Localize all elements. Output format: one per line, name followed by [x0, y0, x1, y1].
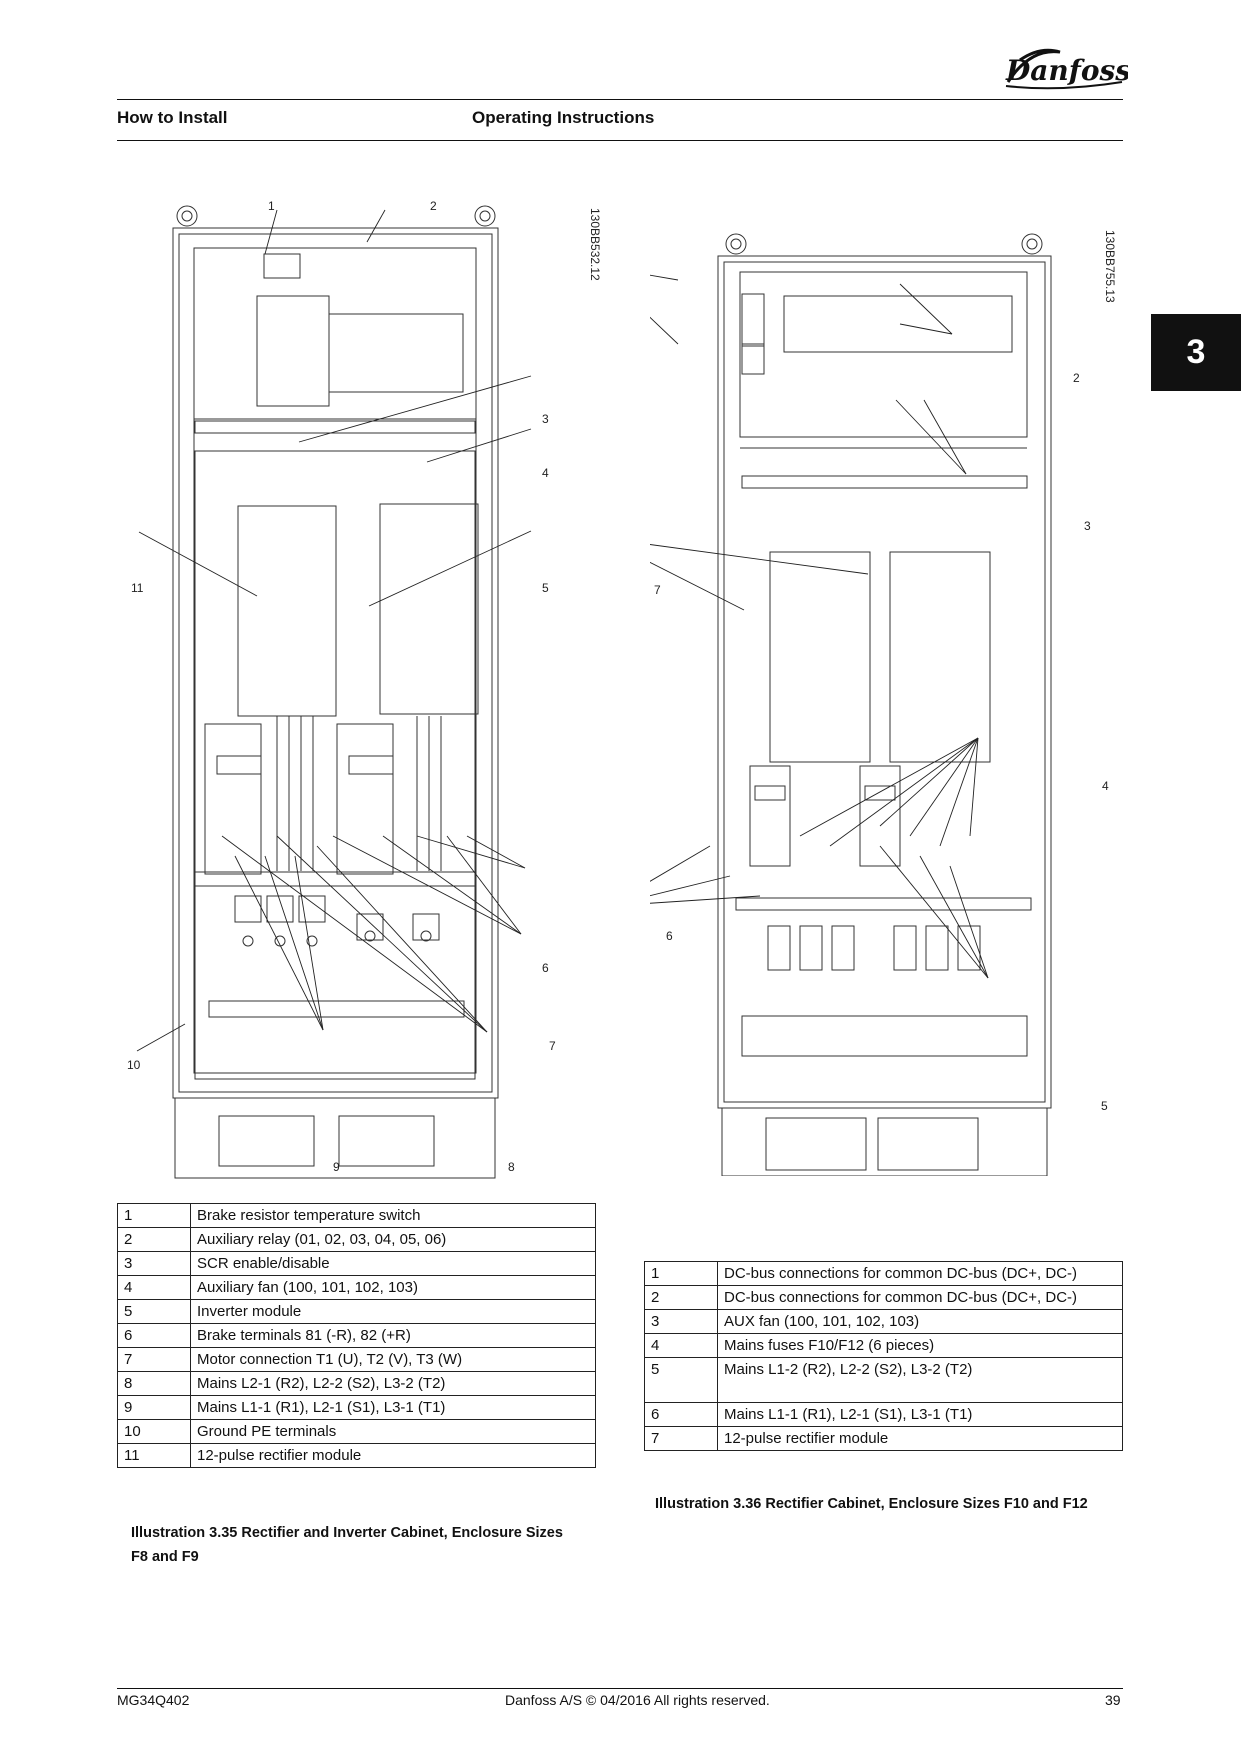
callout-4: 4: [542, 466, 549, 480]
callout-9: 9: [333, 1160, 340, 1174]
callout-3: 3: [542, 412, 549, 426]
footer-doc-id: MG34Q402: [117, 1692, 190, 1708]
header-section: How to Install: [117, 108, 228, 127]
callout-r2: 2: [1073, 371, 1080, 385]
header-bottom-rule: [117, 140, 1123, 141]
callout-r3: 3: [1084, 519, 1091, 533]
cabinet-f8-f9-drawing: 1 2 3 4 5 6 7 8 9 10 11 130BB532.12: [127, 199, 602, 1179]
footer-copyright: Danfoss A/S © 04/2016 All rights reserve…: [505, 1692, 770, 1708]
header-doc-title: Operating Instructions: [472, 108, 655, 127]
cabinet-f10-f12-drawing: 1 2 3 4 5 6 7 130BB755.13: [650, 230, 1117, 1176]
callout-8: 8: [508, 1160, 515, 1174]
danfoss-logo: Danfoss: [1005, 48, 1128, 90]
callout-7: 7: [549, 1039, 556, 1053]
chapter-tab: 3: [1151, 314, 1241, 391]
caption-right: Illustration 3.36 Rectifier Cabinet, Enc…: [655, 1496, 1088, 1512]
callout-6: 6: [542, 961, 549, 975]
header-top-rule: [117, 99, 1123, 100]
callout-11: 11: [131, 581, 144, 595]
callout-1: 1: [268, 199, 275, 213]
callout-5: 5: [542, 581, 549, 595]
page-number: 39: [1105, 1692, 1121, 1708]
drawing-code-right: 130BB755.13: [1103, 230, 1117, 303]
drawing-code-left: 130BB532.12: [588, 208, 602, 281]
callout-r7: 7: [654, 583, 661, 597]
footer-rule: [117, 1688, 1123, 1689]
caption-left: Illustration 3.35 Rectifier and Inverter…: [131, 1525, 563, 1565]
callout-r4: 4: [1102, 779, 1109, 793]
callout-2: 2: [430, 199, 437, 213]
callout-r5: 5: [1101, 1099, 1108, 1113]
callout-10: 10: [127, 1058, 141, 1072]
svg-text:Danfoss: Danfoss: [1005, 54, 1128, 87]
callout-r6: 6: [666, 929, 673, 943]
